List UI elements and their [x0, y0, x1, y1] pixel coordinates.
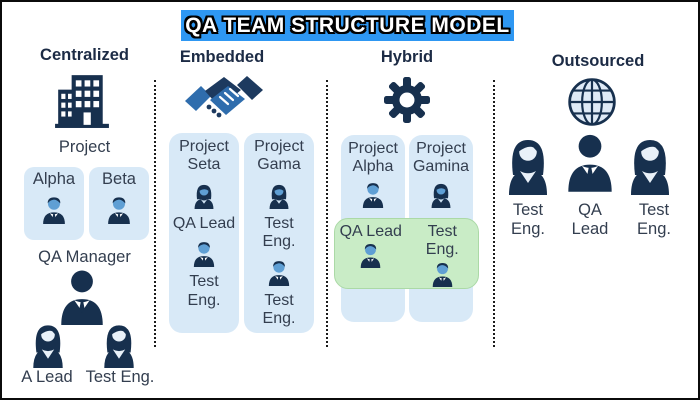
column-header-hybrid: Hybrid: [380, 48, 434, 66]
gear-icon: [383, 74, 431, 126]
male-person-icon: [429, 260, 456, 287]
role-label: QA Lead: [571, 201, 609, 239]
female-person-icon: [504, 130, 552, 198]
shared-role-cell: Test Eng.: [407, 223, 479, 288]
male-person-icon: [265, 258, 293, 286]
qa-manager-label: QA Manager: [38, 248, 131, 266]
project-name: Project Gamina: [412, 140, 470, 176]
project-name: Project Gama: [254, 138, 304, 174]
column-header-centralized: Centralized: [40, 46, 129, 64]
female-person-icon: [626, 130, 674, 198]
column-divider: [154, 80, 156, 347]
globe-icon: [566, 76, 618, 128]
role-label: Test Eng.: [262, 214, 296, 251]
handshake-icon: [184, 72, 264, 126]
female-person-icon: [427, 180, 455, 208]
female-person-icon: [27, 320, 69, 368]
qa-manager-icon: [57, 269, 107, 325]
page-title: QA TEAM STRUCTURE MODEL: [181, 10, 514, 41]
role-label: A Lead: [21, 368, 73, 386]
male-person-icon: [359, 180, 387, 208]
shared-role-cell: QA Lead: [335, 223, 407, 288]
shared-qa-box: QA Lead Test Eng.: [334, 218, 479, 289]
female-person-icon: [190, 181, 218, 209]
male-person-icon: [190, 239, 218, 267]
column-divider: [493, 80, 495, 347]
role-label: QA Lead: [172, 214, 236, 232]
female-person-icon: [265, 181, 293, 209]
project-group-box: Project Gama Test Eng. Test Eng.: [244, 133, 314, 333]
project-name: Project Seta: [179, 138, 229, 174]
role-label: Test Eng.: [262, 291, 296, 327]
team-name: Beta: [102, 170, 136, 188]
column-divider: [326, 80, 328, 347]
project-label: Project: [58, 138, 111, 156]
role-label: Test Eng.: [85, 368, 155, 386]
column-header-outsourced: Outsourced: [551, 52, 645, 70]
project-name: Project Alpha: [348, 140, 398, 176]
team-name: Alpha: [32, 170, 76, 188]
project-group-box: Project Seta QA Lead Test Eng.: [169, 133, 239, 333]
role-label: Test Eng.: [425, 223, 459, 259]
role-label: QA Lead: [339, 223, 402, 240]
team-box-beta: Beta: [89, 167, 149, 240]
male-person-icon: [564, 127, 616, 198]
role-label: Test Eng.: [187, 273, 221, 309]
male-person-icon: [357, 241, 384, 268]
team-box-alpha: Alpha: [24, 167, 84, 240]
building-icon: [54, 71, 110, 129]
column-header-embedded: Embedded: [179, 48, 265, 66]
male-person-icon: [104, 194, 134, 224]
male-person-icon: [39, 194, 69, 224]
role-label: Test Eng.: [637, 201, 671, 239]
female-person-icon: [98, 320, 140, 368]
role-label: Test Eng.: [511, 201, 545, 239]
